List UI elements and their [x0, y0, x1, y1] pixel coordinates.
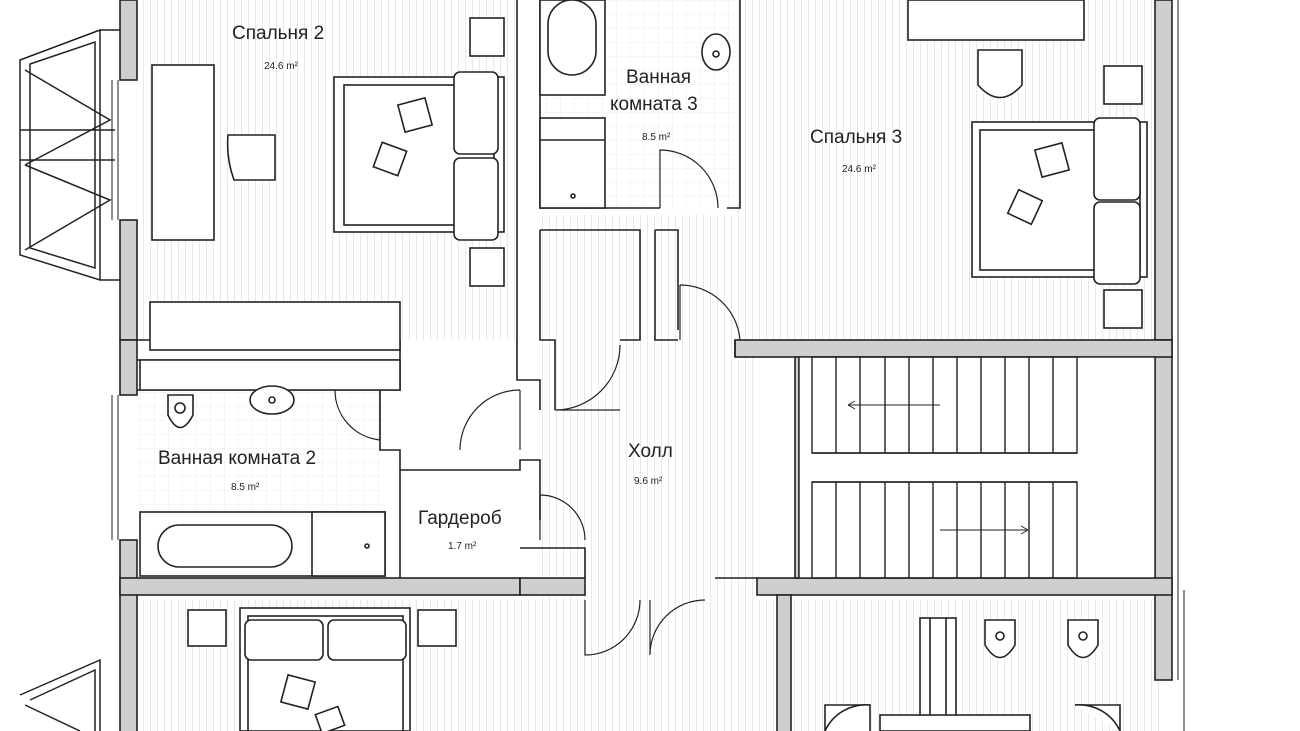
room-name-bedroom-3: Спальня 3: [810, 127, 903, 148]
bathroom-3-fixtures: [539, 0, 731, 209]
room-name-wardrobe: Гардероб: [418, 508, 502, 529]
room-area-wardrobe: 1.7 m²: [448, 541, 477, 552]
room-area-bathroom-3: 8.5 m²: [642, 132, 671, 143]
bedroom-2-furniture: [149, 17, 505, 351]
room-name-bathroom-2: Ванная комната 2: [158, 448, 317, 469]
walls: [119, 0, 1173, 731]
bedroom-3-furniture: [907, 0, 1148, 329]
room-name-bathroom-3-line2: комната 3: [610, 94, 698, 115]
doors: [334, 149, 741, 656]
room-name-bedroom-2: Спальня 2: [232, 23, 325, 44]
room-name-bathroom-3-line1: Ванная: [626, 67, 692, 88]
floor-hatching: [137, 0, 1160, 731]
lower-bath-fixtures: [824, 617, 1121, 731]
room-area-bedroom-2: 24.6 m²: [264, 61, 298, 72]
balcony-upper: [19, 28, 120, 282]
room-area-bedroom-3: 24.6 m²: [842, 164, 876, 175]
room-name-hall: Холл: [628, 441, 673, 462]
window-left: [111, 0, 1185, 731]
lower-bedroom-furniture: [187, 607, 457, 731]
staircase: [798, 356, 1156, 579]
bathroom-2-fixtures: [139, 359, 401, 577]
room-area-bathroom-2: 8.5 m²: [231, 482, 260, 493]
room-area-hall: 9.6 m²: [634, 476, 663, 487]
balcony-lower: [19, 658, 101, 731]
